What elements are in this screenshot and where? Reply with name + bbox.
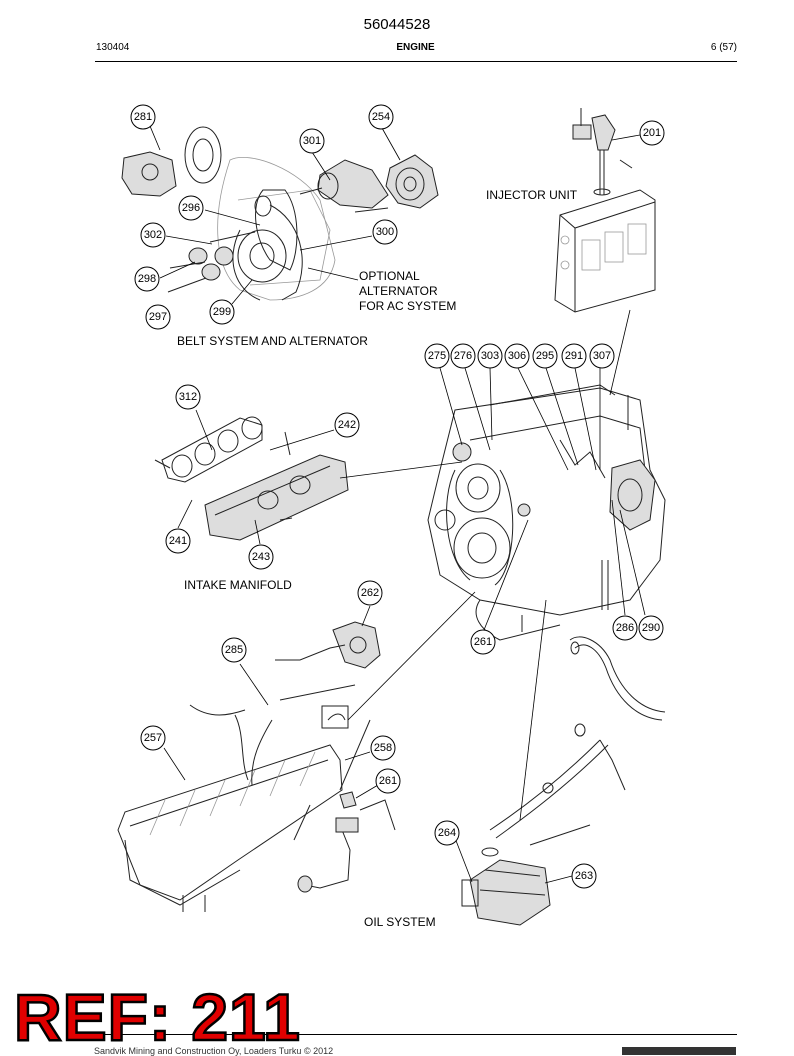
callout-bubble: 243 <box>248 544 274 570</box>
svg-text:297: 297 <box>149 311 167 323</box>
callout-bubble: 312 <box>175 384 201 410</box>
callout-bubble: 242 <box>334 412 360 438</box>
callout-bubble: 281 <box>130 104 156 130</box>
callout-bubble: 261 <box>375 768 401 794</box>
belt-system-illustration <box>121 126 439 301</box>
svg-text:201: 201 <box>643 127 661 139</box>
callout-bubble: 300 <box>372 219 398 245</box>
svg-text:241: 241 <box>169 535 187 547</box>
intake-manifold-illustration <box>154 416 349 541</box>
svg-text:276: 276 <box>454 350 472 362</box>
svg-text:281: 281 <box>134 111 152 123</box>
callout-bubble: 241 <box>165 528 191 554</box>
svg-text:257: 257 <box>144 732 162 744</box>
svg-text:290: 290 <box>642 622 660 634</box>
svg-text:301: 301 <box>303 135 321 147</box>
caption-belt-system: BELT SYSTEM AND ALTERNATOR <box>177 334 368 348</box>
callout-bubble: 264 <box>434 820 460 846</box>
callout-bubble: 307 <box>589 343 615 369</box>
callout-bubble: 297 <box>145 304 171 330</box>
callout-bubble: 301 <box>299 128 325 154</box>
callout-bubble: 257 <box>140 725 166 751</box>
caption-oil-system: OIL SYSTEM <box>364 915 436 929</box>
svg-text:306: 306 <box>508 350 526 362</box>
callout-bubble: 291 <box>561 343 587 369</box>
callout-bubble: 290 <box>638 615 664 641</box>
caption-injector-unit: INJECTOR UNIT <box>486 188 578 202</box>
injector-unit-illustration <box>554 108 656 313</box>
svg-text:264: 264 <box>438 827 456 839</box>
callout-bubble: 258 <box>370 735 396 761</box>
document-number: 56044528 <box>363 16 431 33</box>
svg-text:258: 258 <box>374 742 392 754</box>
callout-bubble: 286 <box>612 615 638 641</box>
svg-text:286: 286 <box>616 622 634 634</box>
header-left-code: 130404 <box>96 42 130 53</box>
leader-lines <box>149 125 646 884</box>
svg-text:298: 298 <box>138 273 156 285</box>
callout-bubble: 299 <box>209 299 235 325</box>
footer-divider <box>95 1034 737 1035</box>
callout-bubble: 275 <box>424 343 450 369</box>
svg-text:300: 300 <box>376 226 394 238</box>
reference-watermark: REF: 211 <box>13 980 301 1054</box>
callout-bubble: 306 <box>504 343 530 369</box>
diagram-captions: INJECTOR UNIT OPTIONAL ALTERNATOR FOR AC… <box>177 188 578 929</box>
caption-optional-line3: FOR AC SYSTEM <box>359 299 456 313</box>
page-indicator: 6 (57) <box>710 42 737 53</box>
svg-text:275: 275 <box>428 350 446 362</box>
callout-bubble: 254 <box>368 104 394 130</box>
svg-text:263: 263 <box>575 870 593 882</box>
footer-logo <box>622 1047 736 1055</box>
svg-text:262: 262 <box>361 587 379 599</box>
caption-optional-line1: OPTIONAL <box>359 269 420 283</box>
svg-text:242: 242 <box>338 419 356 431</box>
caption-intake-manifold: INTAKE MANIFOLD <box>184 578 292 592</box>
callout-bubble: 201 <box>639 120 665 146</box>
caption-optional-line2: ALTERNATOR <box>359 284 438 298</box>
callout-bubble: 285 <box>221 637 247 663</box>
svg-text:291: 291 <box>565 350 583 362</box>
callout-bubble: 296 <box>178 195 204 221</box>
callout-bubble: 276 <box>450 343 476 369</box>
svg-text:261: 261 <box>379 775 397 787</box>
engine-illustration <box>427 384 666 641</box>
oil-system-illustration <box>117 621 666 926</box>
callout-bubble: 261 <box>470 629 496 655</box>
svg-text:299: 299 <box>213 306 231 318</box>
svg-text:303: 303 <box>481 350 499 362</box>
callout-bubble: 298 <box>134 266 160 292</box>
callout-bubble: 263 <box>571 863 597 889</box>
callout-bubble: 302 <box>140 222 166 248</box>
svg-text:261: 261 <box>474 636 492 648</box>
callout-bubble: 295 <box>532 343 558 369</box>
svg-text:312: 312 <box>179 391 197 403</box>
svg-text:243: 243 <box>252 551 270 563</box>
callout-bubble: 303 <box>477 343 503 369</box>
svg-text:285: 285 <box>225 644 243 656</box>
svg-text:296: 296 <box>182 202 200 214</box>
callout-bubble: 262 <box>357 580 383 606</box>
svg-text:302: 302 <box>144 229 162 241</box>
svg-text:295: 295 <box>536 350 554 362</box>
svg-text:307: 307 <box>593 350 611 362</box>
footer-copyright: Sandvik Mining and Construction Oy, Load… <box>94 1046 334 1056</box>
svg-text:254: 254 <box>372 111 390 123</box>
header-divider <box>95 61 737 62</box>
section-title: ENGINE <box>396 42 435 53</box>
part-callouts: 281 254 301 201 296 300 302 298 299 297 … <box>130 104 665 889</box>
